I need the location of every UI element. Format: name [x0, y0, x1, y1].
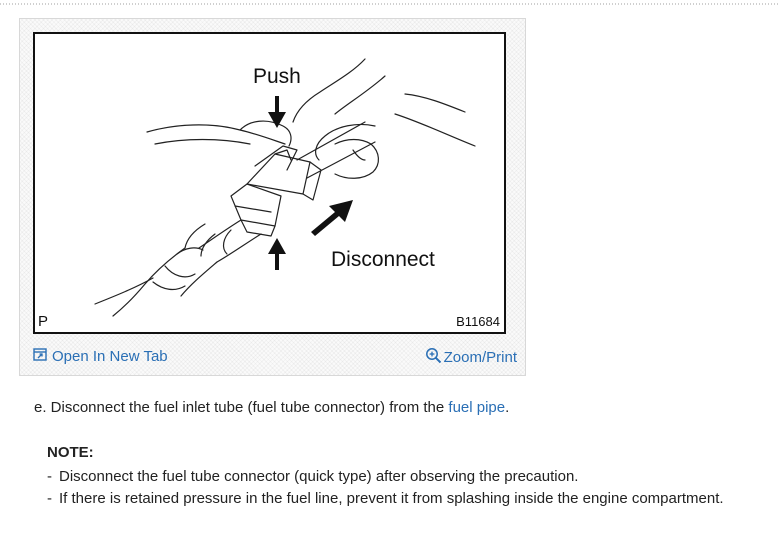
disconnect-label: Disconnect [331, 248, 435, 271]
corner-letter: P [38, 313, 49, 330]
open-in-new-tab-label: Open In New Tab [52, 348, 168, 365]
step-text-before: e. Disconnect the fuel inlet tube (fuel … [34, 399, 449, 416]
note-title: NOTE: [47, 444, 94, 461]
note-item-text: Disconnect the fuel tube connector (quic… [59, 468, 579, 485]
step-instruction: e. Disconnect the fuel inlet tube (fuel … [34, 399, 509, 416]
note-item: -Disconnect the fuel tube connector (qui… [47, 468, 579, 485]
fuel-pipe-link[interactable]: fuel pipe [448, 399, 506, 416]
disconnect-arrow [311, 200, 353, 236]
magnifier-icon [425, 347, 442, 368]
push-arrow-up [268, 238, 286, 270]
push-arrow-down [268, 96, 286, 128]
zoom-print-link[interactable]: Zoom/Print [425, 347, 517, 368]
figure-panel: Push Disconnect P B11684 Open In New Tab… [19, 18, 526, 376]
note-item: -If there is retained pressure in the fu… [47, 490, 724, 507]
fuel-connector-illustration [94, 58, 476, 317]
push-label: Push [253, 65, 301, 88]
external-tab-icon [33, 348, 47, 365]
zoom-print-label: Zoom/Print [443, 349, 517, 366]
top-divider [0, 3, 778, 5]
open-in-new-tab-link[interactable]: Open In New Tab [33, 348, 168, 365]
figure-code: B11684 [456, 314, 500, 329]
note-item-text: If there is retained pressure in the fue… [59, 490, 724, 507]
step-text-after: . [505, 399, 510, 416]
illustration-frame: Push Disconnect P B11684 [33, 32, 506, 334]
